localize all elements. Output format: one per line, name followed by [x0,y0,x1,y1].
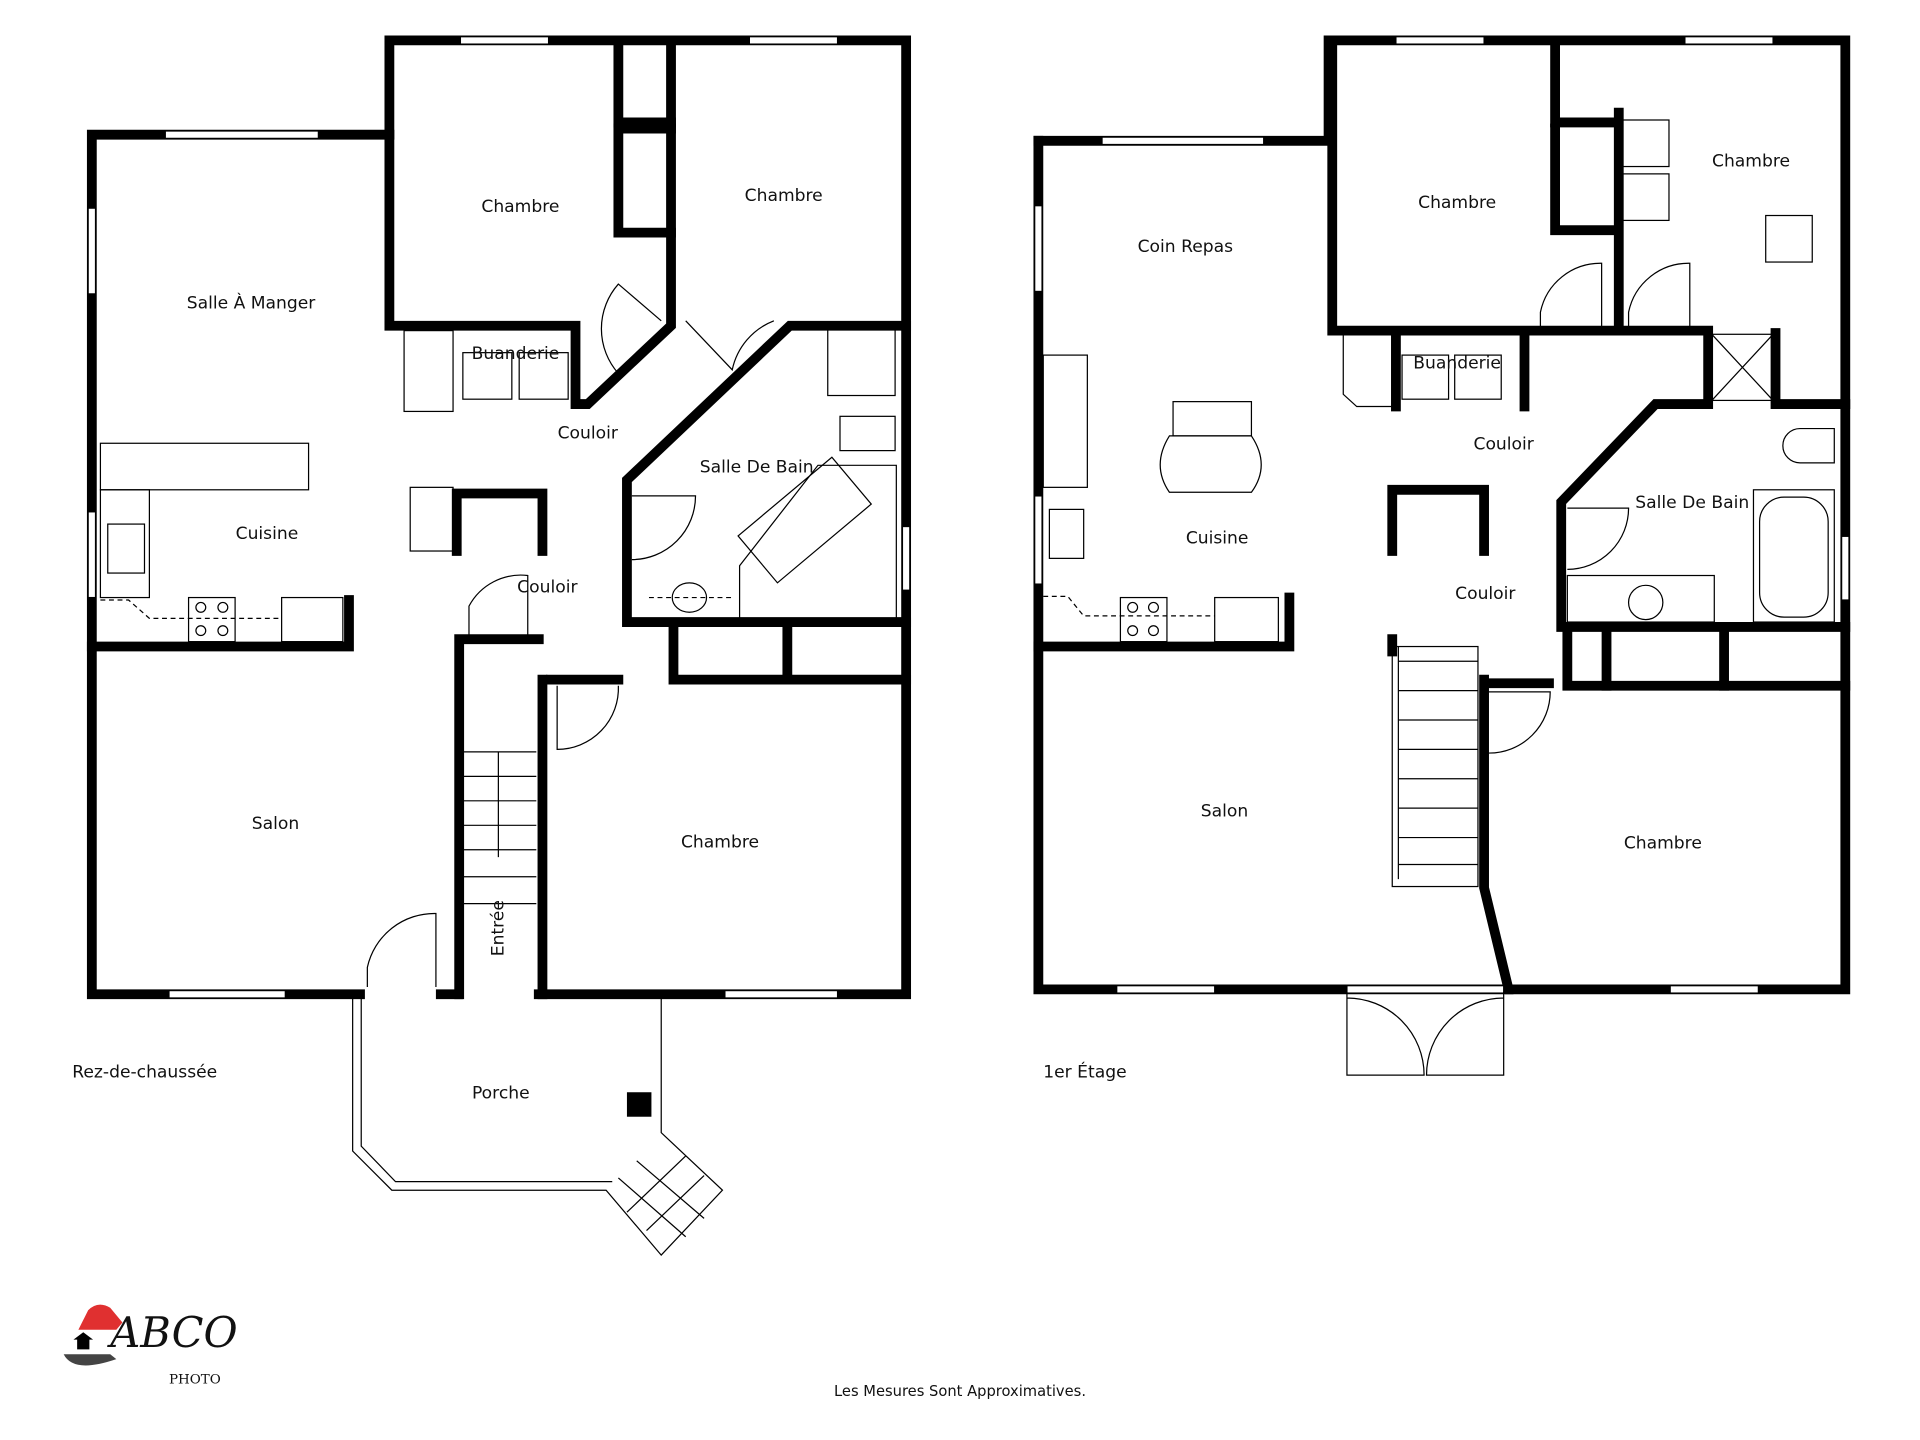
room-label: Porche [472,1083,530,1103]
room-label: Salon [252,814,299,834]
room-label: Cuisine [236,524,299,544]
logo-text: ABCO [106,1308,237,1357]
room-label: Couloir [517,578,578,598]
room-label: Chambre [481,197,559,217]
abco-photo-logo: ABCO PHOTO [63,1304,238,1388]
room-label: Couloir [1474,434,1535,454]
room-label: Chambre [681,832,759,852]
room-label: Cuisine [1186,529,1249,549]
room-label: Entrée [488,900,508,956]
room-label: Chambre [1418,193,1496,213]
logo-cap-shape [78,1304,123,1330]
ground-floor-plan: Chambre Chambre Salle À Manger Buanderie… [72,35,912,1257]
room-label: Chambre [1712,152,1790,172]
floor-title: Rez-de-chaussée [72,1063,217,1083]
first-floor-plan: Chambre Chambre Coin Repas Buanderie Cou… [1033,35,1851,1083]
footer-note: Les Mesures Sont Approximatives. [834,1383,1086,1400]
room-label: Couloir [1455,584,1516,604]
room-label: Salle De Bain [700,458,814,478]
room-label: Buanderie [1413,354,1501,374]
room-label: Coin Repas [1138,237,1234,257]
room-label: Buanderie [472,344,560,364]
room-label: Chambre [745,186,823,206]
room-label: Chambre [1624,834,1702,854]
logo-subtext: PHOTO [169,1373,221,1388]
room-label: Salle De Bain [1635,493,1749,513]
room-label: Couloir [558,423,619,443]
floor-title: 1er Étage [1043,1061,1126,1083]
room-label: Salon [1201,802,1248,822]
room-label: Salle À Manger [187,292,317,314]
